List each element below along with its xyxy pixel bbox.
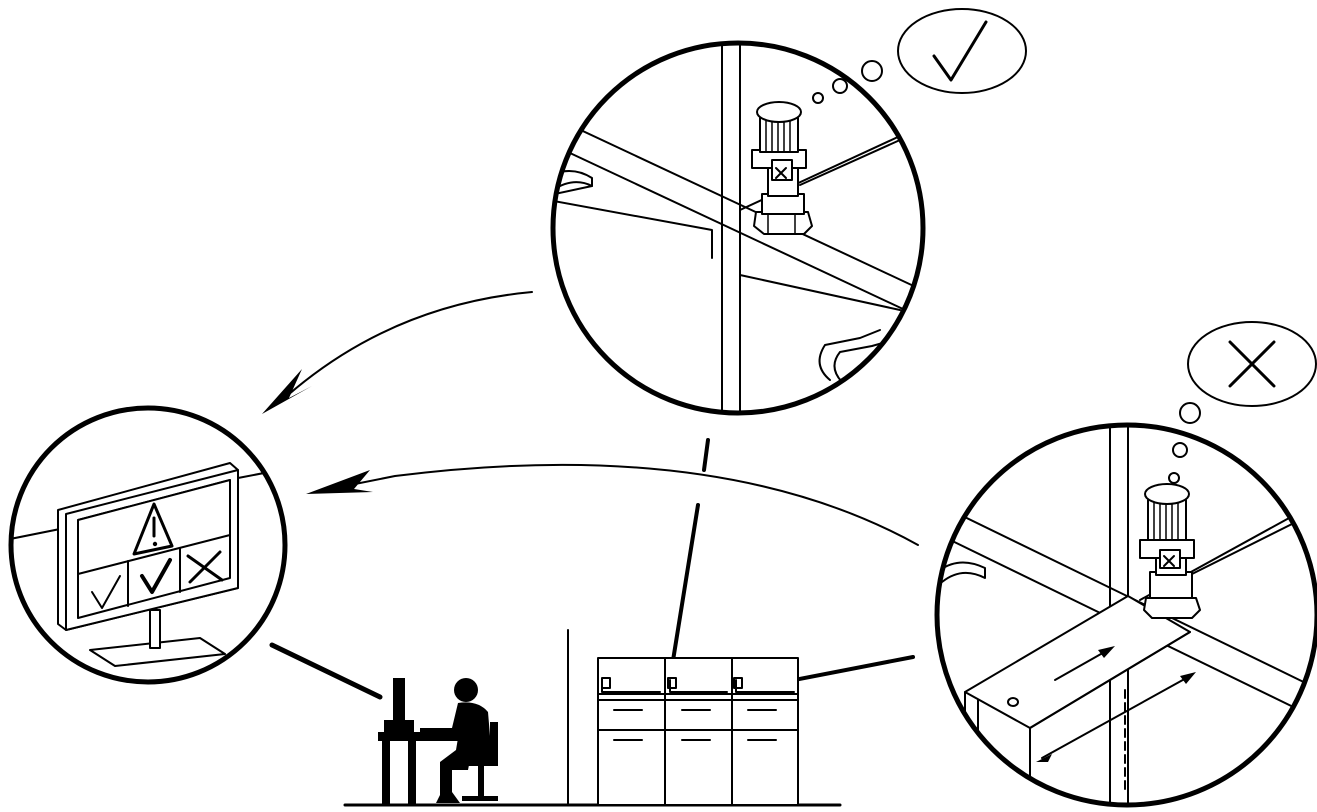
detail-circle-ok-border [550, 40, 926, 416]
arrowhead-top [262, 369, 312, 414]
detail-circle-error [934, 422, 1317, 808]
arrowhead-right [306, 470, 373, 494]
leader-monitor [269, 642, 383, 700]
arrow-top-to-monitor [287, 291, 533, 396]
check-mark-icon [932, 20, 988, 82]
cabinet-row [597, 657, 799, 806]
operator-head [454, 678, 478, 702]
cross-mark-icon [1228, 340, 1276, 388]
check-mark-icon [91, 575, 121, 609]
monitor-icon [393, 678, 405, 720]
cross-mark-icon [186, 550, 224, 584]
thought-bubble-ok [812, 8, 1027, 104]
check-mark-bold-icon [140, 558, 172, 594]
detail-circle-error-border [934, 422, 1317, 808]
detail-circle-ok [550, 40, 926, 416]
flow-arrows [262, 291, 919, 700]
detail-circle-monitor-border [8, 405, 288, 685]
operator-at-workstation [378, 678, 498, 805]
operator-body [432, 702, 492, 803]
leader-top [669, 503, 700, 675]
detail-circle-monitor [8, 405, 288, 685]
arrow-right-to-monitor [334, 463, 919, 546]
leader-top-dash [702, 438, 710, 472]
thought-bubble-error [1168, 321, 1317, 484]
